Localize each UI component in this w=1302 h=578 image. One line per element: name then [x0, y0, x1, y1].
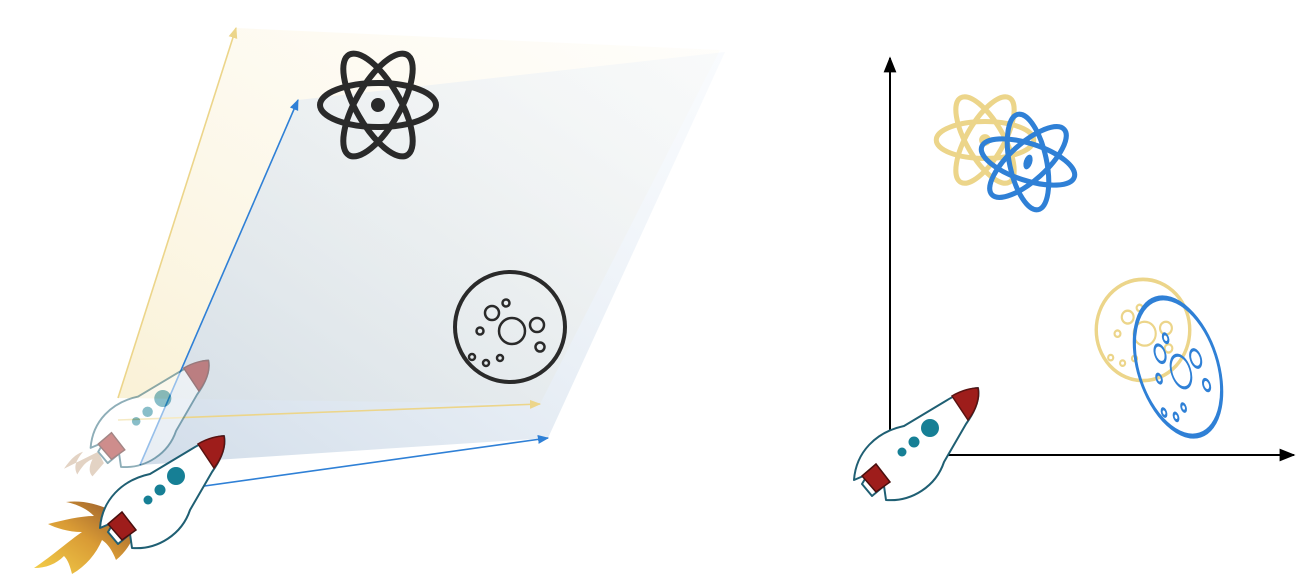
atom-icon — [320, 44, 436, 166]
faded-rocket-icon — [63, 359, 210, 477]
rocket-icon-right — [853, 387, 980, 502]
blue-axis-horizontal — [139, 434, 550, 496]
right-panel — [853, 56, 1296, 502]
yellow-axis-horizontal — [117, 399, 542, 421]
left-panel — [34, 26, 725, 574]
blue-moon-icon — [1118, 287, 1238, 447]
rocket-icon — [34, 435, 226, 574]
blue-atom-icon — [966, 98, 1090, 226]
yellow-moon-icon — [1094, 277, 1192, 383]
yellow-axis-vertical — [117, 26, 238, 399]
blue-frame-plane — [140, 52, 725, 465]
